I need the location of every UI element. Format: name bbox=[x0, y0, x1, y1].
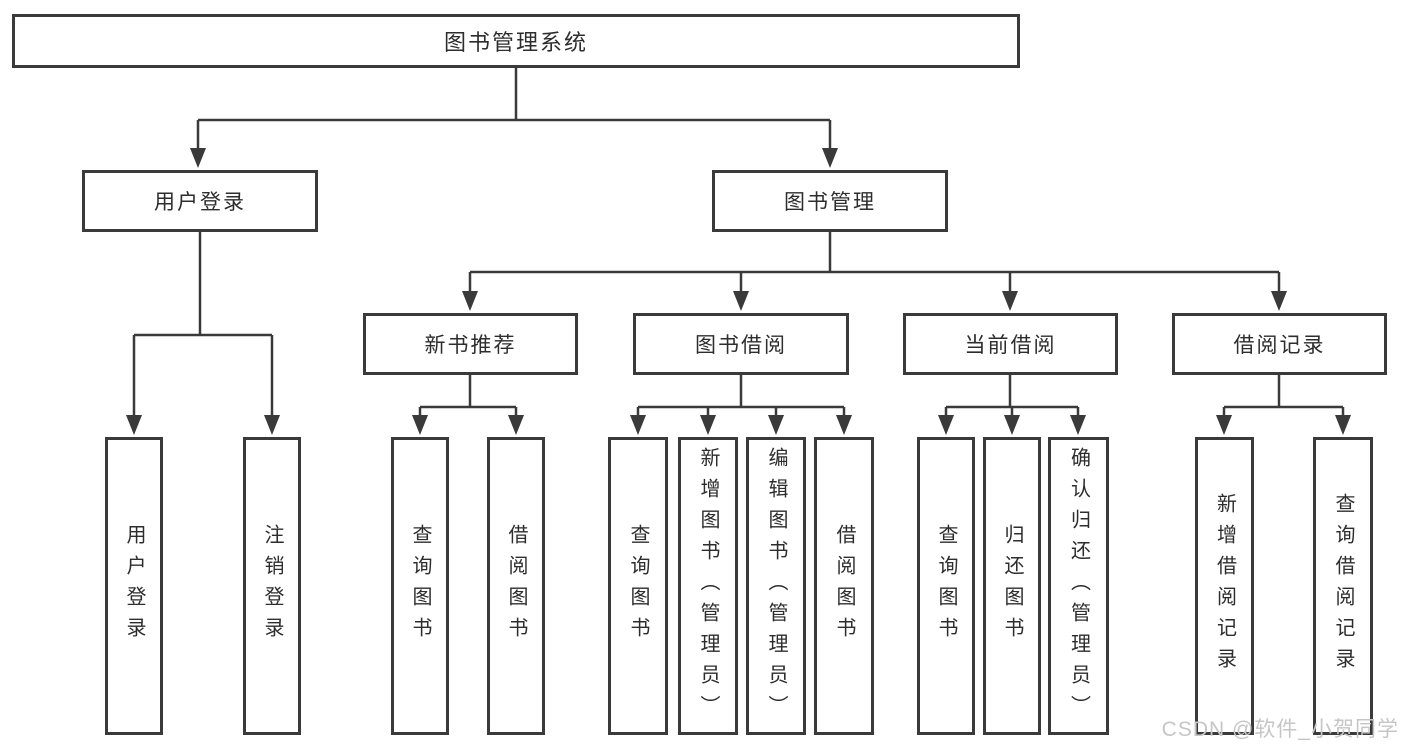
connector-book-management bbox=[468, 232, 1281, 296]
leaf-label: 注销登录 bbox=[261, 524, 283, 648]
node-label: 新书推荐 bbox=[424, 334, 517, 357]
connector-user-login bbox=[132, 232, 274, 420]
node-book-management: 图书管理 bbox=[712, 170, 948, 232]
connector-root bbox=[196, 68, 832, 152]
connector-borrow-records bbox=[1222, 375, 1345, 421]
leaf-confirm-return-admin: 确认归还（管理员） bbox=[1048, 437, 1109, 735]
leaf-label: 用户登录 bbox=[123, 524, 145, 648]
leaf-label: 查询图书 bbox=[409, 524, 431, 648]
leaf-logout: 注销登录 bbox=[243, 437, 301, 735]
leaf-add-book-admin: 新增图书（管理员） bbox=[678, 437, 738, 735]
node-label: 用户登录 bbox=[154, 191, 246, 214]
node-user-login: 用户登录 bbox=[82, 170, 318, 232]
watermark: CSDN @软件_小贺同学 bbox=[1161, 718, 1399, 741]
leaf-label: 借阅图书 bbox=[833, 524, 855, 648]
node-label: 借阅记录 bbox=[1233, 334, 1326, 357]
node-current-borrow: 当前借阅 bbox=[903, 313, 1118, 375]
leaf-add-borrow-record: 新增借阅记录 bbox=[1195, 437, 1254, 735]
leaf-label: 查询借阅记录 bbox=[1332, 493, 1354, 679]
leaf-label: 编辑图书（管理员） bbox=[765, 446, 787, 726]
leaf-label: 确认归还（管理员） bbox=[1067, 446, 1090, 726]
leaf-return-book: 归还图书 bbox=[983, 437, 1041, 735]
connector-current-borrow bbox=[944, 375, 1080, 421]
leaf-edit-book-admin: 编辑图书（管理员） bbox=[746, 437, 806, 735]
leaf-label: 新增图书（管理员） bbox=[697, 446, 719, 726]
node-library-management-system: 图书管理系统 bbox=[12, 14, 1020, 68]
leaf-user-login: 用户登录 bbox=[105, 437, 163, 735]
leaf-label: 新增借阅记录 bbox=[1213, 493, 1236, 679]
leaf-query-borrow-record: 查询借阅记录 bbox=[1313, 437, 1373, 735]
connector-book-borrow bbox=[636, 375, 846, 421]
leaf-query-books-recommend: 查询图书 bbox=[391, 437, 449, 735]
node-label: 图书借阅 bbox=[695, 334, 787, 357]
connector-new-book-recommend bbox=[418, 375, 518, 421]
node-book-borrow: 图书借阅 bbox=[633, 313, 849, 375]
leaf-label: 查询图书 bbox=[627, 524, 649, 648]
leaf-borrow-books-recommend: 借阅图书 bbox=[487, 437, 545, 735]
leaf-label: 归还图书 bbox=[1001, 524, 1023, 648]
node-label: 图书管理系统 bbox=[443, 30, 588, 55]
leaf-label: 借阅图书 bbox=[505, 524, 527, 648]
leaf-borrow-books: 借阅图书 bbox=[814, 437, 874, 735]
leaf-query-books-current: 查询图书 bbox=[917, 437, 975, 735]
node-label: 图书管理 bbox=[784, 191, 876, 214]
node-borrow-records: 借阅记录 bbox=[1172, 313, 1387, 375]
leaf-label: 查询图书 bbox=[935, 524, 957, 648]
node-new-book-recommend: 新书推荐 bbox=[363, 313, 578, 375]
leaf-query-books-borrow: 查询图书 bbox=[608, 437, 668, 735]
node-label: 当前借阅 bbox=[964, 334, 1057, 357]
